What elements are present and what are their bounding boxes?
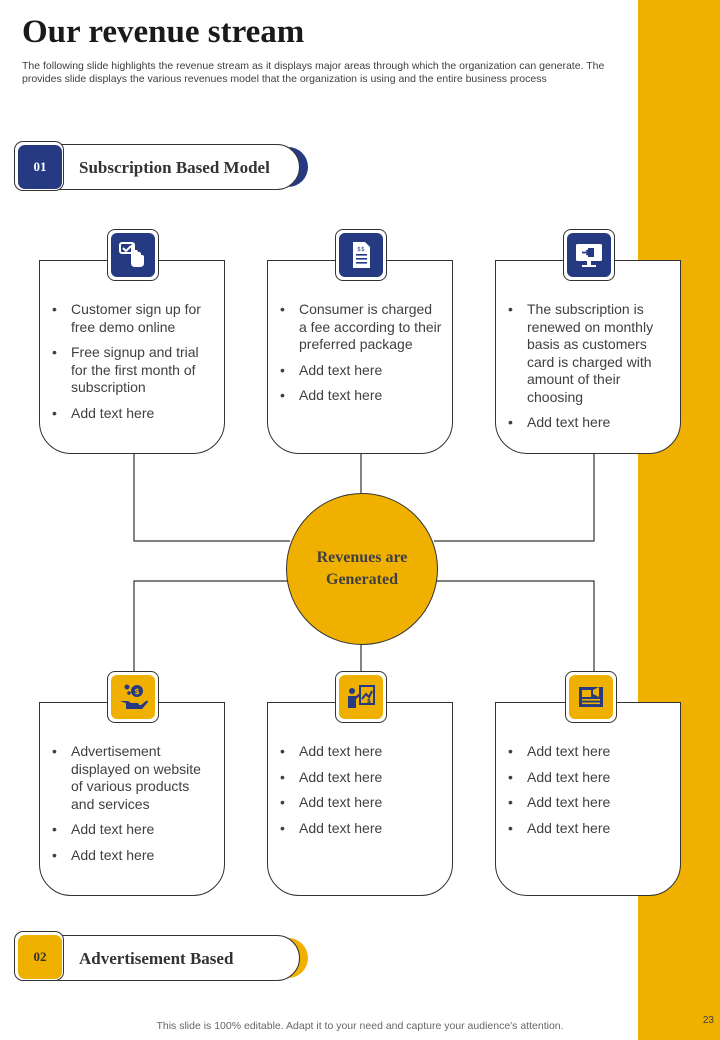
card-bullet: Add text here — [52, 847, 214, 865]
click-pointer-icon — [119, 242, 144, 267]
bottom-card-2: Add text here Add text here Add text her… — [267, 702, 453, 896]
footer-note: This slide is 100% editable. Adapt it to… — [156, 1020, 564, 1032]
card-bullet: Add text here — [508, 794, 670, 812]
top-card-3: The subscription is renewed on monthly b… — [495, 260, 681, 454]
page-number: 23 — [702, 1015, 714, 1026]
card-bullet: Add text here — [508, 414, 670, 432]
top-icon-box-1 — [107, 229, 159, 281]
bottom-card-1: Advertisement displayed on website of va… — [39, 702, 225, 896]
card-bullet: Add text here — [280, 769, 442, 787]
bottom-icon-box-2: $ — [335, 671, 387, 723]
center-line-2: Generated — [326, 571, 398, 588]
page-title: Our revenue stream — [22, 14, 305, 50]
revenue-center-circle: Revenues are Generated — [286, 493, 438, 645]
section-label: Advertisement Based — [79, 949, 234, 968]
card-bullet: Add text here — [280, 387, 442, 405]
svg-text:$: $ — [134, 687, 140, 696]
page-description: The following slide highlights the reven… — [22, 60, 605, 85]
hand-money-icon: $ — [120, 684, 148, 709]
svg-text:$$: $$ — [357, 246, 365, 253]
section-number-badge: 01 — [14, 141, 64, 191]
card-bullet: Add text here — [508, 769, 670, 787]
presentation-chart-icon: $ — [348, 685, 375, 708]
bottom-card-3: Add text here Add text here Add text her… — [495, 702, 681, 896]
section-number: 02 — [18, 935, 62, 979]
card-bullet: The subscription is renewed on monthly b… — [508, 301, 670, 406]
card-bullet: Consumer is charged a fee according to t… — [280, 301, 442, 354]
top-icon-box-3 — [563, 229, 615, 281]
card-bullet: Add text here — [280, 743, 442, 761]
section-pill — [38, 935, 300, 981]
card-bullet: Add text here — [280, 820, 442, 838]
card-bullet: Add text here — [508, 743, 670, 761]
invoice-document-icon: $$ — [353, 242, 370, 268]
monitor-login-icon — [576, 244, 602, 267]
bottom-icon-box-3 — [565, 671, 617, 723]
top-icon-box-2: $$ — [335, 229, 387, 281]
card-bullet: Add text here — [52, 821, 214, 839]
center-line-1: Revenues are — [316, 549, 408, 566]
svg-text:$: $ — [367, 698, 371, 705]
top-card-1: Customer sign up for free demo online Fr… — [39, 260, 225, 454]
card-bullet: Add text here — [508, 820, 670, 838]
card-bullet: Advertisement displayed on website of va… — [52, 743, 214, 813]
card-bullet: Free signup and trial for the first mont… — [52, 344, 214, 397]
section-number: 01 — [18, 145, 62, 189]
advertisement-board-icon — [579, 687, 603, 707]
section-label: Subscription Based Model — [79, 158, 270, 177]
section-number-badge: 02 — [14, 931, 64, 981]
card-bullet: Add text here — [280, 362, 442, 380]
top-card-2: Consumer is charged a fee according to t… — [267, 260, 453, 454]
card-bullet: Add text here — [280, 794, 442, 812]
card-bullet: Customer sign up for free demo online — [52, 301, 214, 336]
card-bullet: Add text here — [52, 405, 214, 423]
bottom-icon-box-1: $ — [107, 671, 159, 723]
center-label: Revenues are Generated — [302, 547, 422, 591]
